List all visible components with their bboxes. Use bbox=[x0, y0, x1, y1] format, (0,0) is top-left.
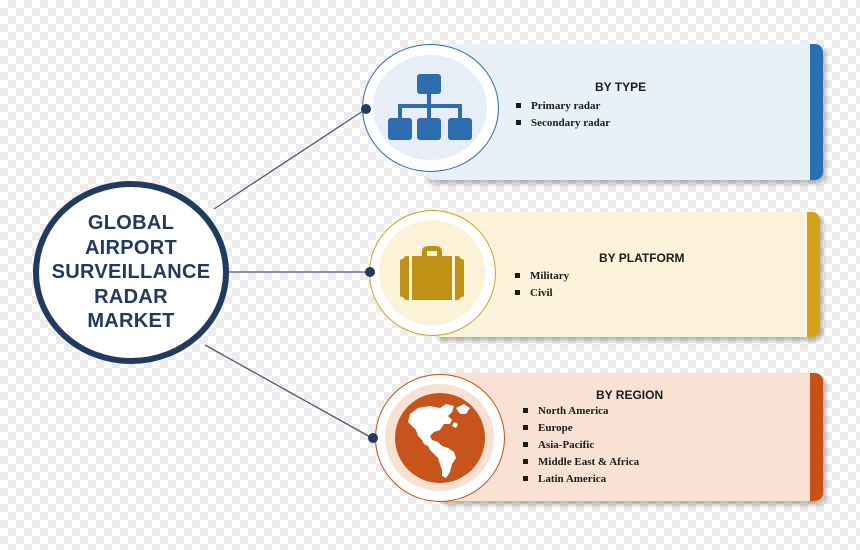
segment-list-platform: Military Civil bbox=[515, 268, 569, 302]
market-hub-circle: GLOBAL AIRPORT SURVEILLANCE RADAR MARKET bbox=[33, 181, 229, 364]
globe-americas-icon bbox=[394, 392, 485, 483]
connector-dot-platform bbox=[365, 267, 375, 277]
card-accent-bar bbox=[810, 373, 823, 501]
list-item: Middle East & Africa bbox=[523, 454, 639, 471]
hub-title-line: MARKET bbox=[87, 310, 175, 333]
connector-dot-region bbox=[368, 433, 378, 443]
bullet-icon bbox=[523, 475, 528, 481]
hierarchy-icon bbox=[388, 73, 472, 140]
list-item: North America bbox=[523, 403, 639, 420]
hub-title-line: AIRPORT bbox=[84, 236, 178, 259]
segment-title-type: BY TYPE bbox=[595, 80, 647, 94]
segment-title-platform: BY PLATFORM bbox=[599, 251, 685, 265]
bullet-icon bbox=[515, 272, 520, 278]
segment-card-type: BY TYPE Primary radar Secondary radar bbox=[425, 44, 823, 180]
region-icon-circle bbox=[375, 374, 505, 502]
connector-dot-type bbox=[361, 104, 371, 114]
hub-title-line: GLOBAL bbox=[87, 212, 175, 235]
connector-line-region bbox=[204, 344, 373, 439]
list-item: Asia-Pacific bbox=[523, 437, 639, 454]
segment-card-platform: BY PLATFORM Military Civil bbox=[433, 212, 820, 337]
hub-title-line: SURVEILLANCE bbox=[51, 261, 211, 284]
bullet-icon bbox=[516, 119, 521, 125]
platform-icon-circle bbox=[369, 210, 496, 336]
bullet-icon bbox=[523, 458, 528, 464]
list-item: Civil bbox=[515, 285, 569, 302]
hub-title-line: RADAR bbox=[94, 285, 168, 308]
list-item: Military bbox=[515, 268, 569, 285]
platform-icon-background bbox=[379, 220, 485, 325]
connector-line-type bbox=[213, 108, 367, 210]
hub-title: GLOBAL AIRPORT SURVEILLANCE RADAR MARKET bbox=[46, 211, 216, 334]
list-item: Secondary radar bbox=[516, 115, 610, 132]
type-icon-background bbox=[373, 55, 487, 160]
list-item: Primary radar bbox=[516, 98, 610, 115]
bullet-icon bbox=[516, 102, 521, 108]
bullet-icon bbox=[523, 441, 528, 447]
bullet-icon bbox=[523, 424, 528, 430]
bullet-icon bbox=[515, 289, 520, 295]
list-item: Latin America bbox=[523, 471, 639, 488]
segment-title-region: BY REGION bbox=[596, 388, 664, 402]
card-accent-bar bbox=[807, 212, 820, 337]
type-icon-circle bbox=[362, 44, 499, 172]
segment-list-region: North America Europe Asia-Pacific Middle… bbox=[523, 403, 639, 488]
briefcase-icon bbox=[400, 245, 464, 300]
list-item: Europe bbox=[523, 420, 639, 437]
region-icon-background bbox=[385, 384, 494, 491]
segment-list-type: Primary radar Secondary radar bbox=[516, 98, 610, 132]
bullet-icon bbox=[523, 407, 528, 413]
card-accent-bar bbox=[810, 44, 823, 180]
